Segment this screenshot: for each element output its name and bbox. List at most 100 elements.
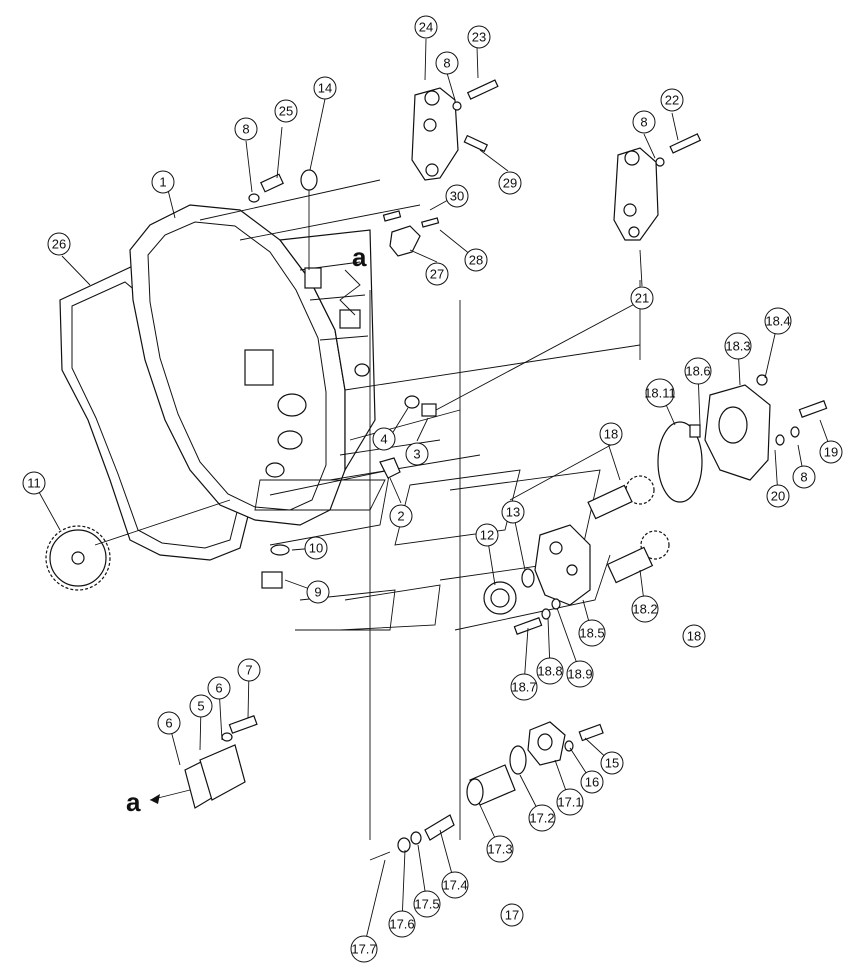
callout-28: 28 [464,248,488,272]
gear-11 [45,499,231,591]
callout-23: 23 [467,25,491,49]
leader-lines [33,38,832,948]
svg-text:18.3: 18.3 [725,339,750,354]
svg-text:22: 22 [665,93,679,108]
svg-text:3: 3 [413,447,420,462]
callout-22: 22 [660,88,684,112]
callout-12: 12 [475,523,499,547]
callout-18-2: 18.2 [631,595,659,623]
callout-16: 16 [580,770,604,794]
callout-2: 2 [389,504,413,528]
callout-8a: 8 [234,117,258,141]
svg-text:17.2: 17.2 [529,811,554,826]
svg-text:17.4: 17.4 [442,878,467,893]
svg-text:13: 13 [506,505,520,520]
callout-14: 14 [313,76,337,100]
callout-19: 19 [819,440,843,464]
svg-text:20: 20 [771,489,785,504]
svg-text:18.11: 18.11 [644,386,676,401]
svg-text:1: 1 [159,175,166,190]
callout-17: 17 [500,903,524,927]
svg-text:28: 28 [469,253,483,268]
callout-26: 26 [47,232,71,256]
callout-27: 27 [425,262,449,286]
svg-text:14: 14 [318,81,332,96]
svg-text:18.6: 18.6 [685,364,710,379]
callout-18b: 18 [682,624,706,648]
cover-5 [149,715,258,809]
callout-18-4: 18.4 [764,307,792,335]
svg-text:7: 7 [245,663,252,678]
svg-text:30: 30 [450,189,464,204]
svg-text:4: 4 [380,432,387,447]
svg-text:5: 5 [197,699,204,714]
callout-24: 24 [414,15,438,39]
svg-text:18.9: 18.9 [567,667,592,682]
svg-text:25: 25 [279,104,293,119]
svg-text:17.6: 17.6 [389,917,414,932]
callout-8d: 8 [792,465,816,489]
svg-text:24: 24 [419,20,433,35]
svg-text:17.5: 17.5 [414,897,439,912]
callout-25: 25 [274,99,298,123]
callout-6b: 6 [157,711,181,735]
callout-18-11: 18.11 [644,378,676,408]
callout-8b: 8 [435,51,459,75]
callout-18-8: 18.8 [536,657,564,685]
callout-17-6: 17.6 [388,910,416,938]
callout-7: 7 [237,658,261,682]
svg-text:17: 17 [505,908,519,923]
svg-text:6: 6 [215,681,222,696]
callout-17-1: 17.1 [556,788,584,816]
callout-6a: 6 [207,676,231,700]
svg-text:18.7: 18.7 [511,680,536,695]
callout-30: 30 [445,184,469,208]
svg-text:27: 27 [430,267,444,282]
svg-text:8: 8 [242,122,249,137]
svg-text:9: 9 [314,585,321,600]
filter-assembly-17 [369,721,604,861]
callout-10: 10 [304,536,328,560]
callout-4: 4 [372,427,396,451]
svg-text:18.4: 18.4 [765,314,790,329]
callout-18-3: 18.3 [724,332,752,360]
callout-18a: 18 [599,422,623,446]
svg-text:18: 18 [604,427,618,442]
svg-text:17.1: 17.1 [557,795,582,810]
svg-text:17.3: 17.3 [487,842,512,857]
callout-17-7: 17.7 [350,935,378,963]
callout-21: 21 [630,286,654,310]
svg-text:18.2: 18.2 [632,602,657,617]
callout-18-9: 18.9 [566,660,594,688]
svg-text:2: 2 [397,509,404,524]
svg-text:6: 6 [165,716,172,731]
callout-17-3: 17.3 [486,835,514,863]
small-parts [248,169,440,589]
callouts: 1 2 3 4 5 6 6 7 8 8 8 8 9 10 11 12 13 14… [22,15,843,963]
svg-text:26: 26 [52,237,66,252]
callout-13: 13 [501,500,525,524]
callout-3: 3 [405,442,429,466]
svg-text:12: 12 [480,528,494,543]
svg-text:21: 21 [635,291,649,306]
housing-1 [129,204,376,526]
view-letter-top: a [352,242,367,272]
callout-18-7: 18.7 [510,673,538,701]
svg-text:29: 29 [503,176,517,191]
callout-17-5: 17.5 [413,890,441,918]
svg-text:8: 8 [640,115,647,130]
svg-text:8: 8 [443,56,450,71]
callout-20: 20 [766,484,790,508]
svg-text:11: 11 [27,476,41,491]
callout-29: 29 [498,171,522,195]
callout-15: 15 [600,751,624,775]
svg-text:19: 19 [824,445,838,460]
valve-21 [613,133,702,241]
callout-18-5: 18.5 [578,619,606,647]
callout-5: 5 [189,694,213,718]
valve-24 [411,79,499,181]
svg-text:10: 10 [309,541,323,556]
callout-9: 9 [306,580,330,604]
pump-assembly-18 [483,374,828,635]
